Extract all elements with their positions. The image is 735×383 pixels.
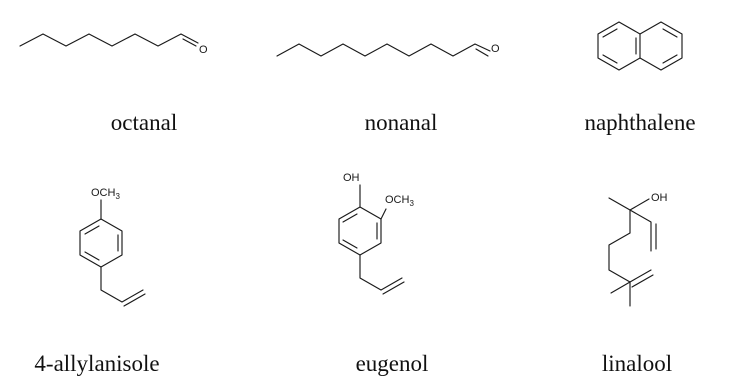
linalool-quaternary-bonds: [608, 197, 650, 234]
eugenol-allyl-chain: [359, 254, 403, 291]
nonanal-label: nonanal: [365, 110, 438, 135]
linalool-label: linalool: [602, 351, 672, 376]
octanal-carbonyl-second-bond: [182, 38, 197, 47]
4-allylanisole-allyl-double-bond: [123, 293, 146, 307]
octanal-oxygen-label: O: [199, 44, 208, 56]
4-allylanisole-ring: [79, 218, 123, 268]
linalool-chain: [608, 232, 631, 283]
eugenol-methoxy-bond: [380, 208, 387, 220]
eugenol-hydroxyl-label: OH: [343, 172, 360, 184]
octanal-chain: [19, 33, 199, 47]
eugenol-ring: [338, 206, 382, 256]
linalool-hydroxyl-label: OH: [651, 192, 668, 204]
linalool-vinyl: [629, 209, 652, 252]
eugenol-allyl-double-bond: [382, 281, 405, 295]
linalool-structure: OH: [608, 192, 668, 307]
octanal-structure: O: [19, 33, 208, 56]
eugenol-structure: OH OCH3: [338, 172, 414, 295]
octanal-label: octanal: [111, 110, 177, 135]
4-allylanisole-ring-double-bonds: [84, 225, 119, 261]
naphthalene-double-bonds: [602, 28, 678, 64]
nonanal-chain: [276, 43, 491, 57]
4-allylanisole-methoxy-label: OCH3: [91, 187, 120, 201]
eugenol-methoxy-label: OCH3: [385, 194, 414, 208]
eugenol-label: eugenol: [356, 351, 429, 376]
eugenol-ring-double-bonds: [342, 213, 378, 249]
linalool-trisubstituted-alkene: [629, 269, 654, 288]
nonanal-carbonyl-second-bond: [475, 48, 489, 57]
linalool-terminal-methyls: [610, 281, 631, 307]
4-allylanisole-label: 4-allylanisole: [34, 351, 159, 376]
naphthalene-label: naphthalene: [584, 110, 695, 135]
naphthalene-structure: [597, 21, 683, 71]
4-allylanisole-allyl-chain: [100, 266, 144, 303]
nonanal-oxygen-label: O: [491, 43, 500, 55]
nonanal-structure: O: [276, 43, 500, 57]
4-allylanisole-structure: OCH3: [79, 187, 146, 307]
naphthalene-right-ring: [639, 21, 683, 71]
naphthalene-left-ring: [597, 21, 641, 71]
